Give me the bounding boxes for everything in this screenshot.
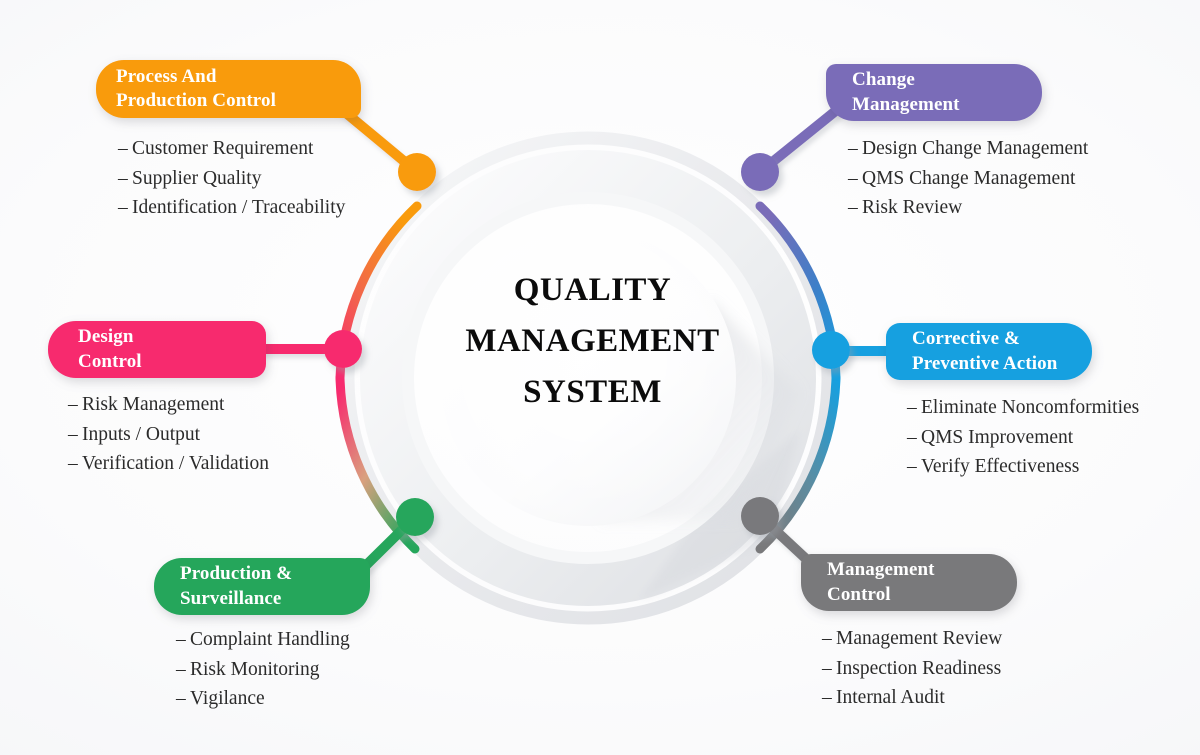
pill-title-line-1-change-management: Change — [852, 69, 915, 91]
pill-process-and-production-control[interactable]: Process And Production Control — [96, 60, 361, 118]
pill-title-line-2-change-management: Management — [852, 93, 960, 115]
list-item: –Management Review — [822, 624, 1002, 654]
list-item-label: Vigilance — [190, 688, 265, 710]
list-item: –Supplier Quality — [118, 164, 345, 194]
bullet-marker: – — [907, 426, 917, 448]
list-item-label: Supplier Quality — [132, 167, 262, 189]
list-item: –Design Change Management — [848, 134, 1088, 164]
list-item-label: Design Change Management — [862, 138, 1089, 159]
list-item: –Verification / Validation — [68, 449, 269, 479]
pill-title-line-1-corrective-and-preventive-action: Corrective & — [912, 328, 1020, 350]
bullet-marker: – — [118, 167, 128, 189]
node-dot-process-and-production-control — [398, 153, 436, 191]
bullet-marker: – — [907, 456, 917, 478]
pill-title-line-2-design-control: Control — [78, 350, 142, 372]
center-title: QUALITY MANAGEMENT SYSTEM — [455, 265, 730, 418]
list-item: –Risk Review — [848, 193, 1088, 223]
list-item: –Identification / Traceability — [118, 193, 345, 223]
pill-design-control[interactable]: Design Control — [48, 321, 266, 378]
center-title-line-2: MANAGEMENT — [465, 323, 720, 360]
list-item-label: Inspection Readiness — [836, 657, 1002, 679]
center-title-line-1: QUALITY — [513, 272, 672, 308]
list-item-label: Eliminate Noncomformities — [921, 397, 1140, 418]
bullet-marker: – — [176, 629, 186, 650]
list-item-label: Identification / Traceability — [132, 197, 346, 219]
list-item-label: Risk Review — [862, 197, 963, 219]
bullet-marker: – — [68, 394, 78, 415]
list-item: –Eliminate Noncomformities — [907, 393, 1139, 423]
list-item: –Risk Management — [68, 390, 269, 420]
list-item: –QMS Improvement — [907, 423, 1139, 453]
bullet-marker: – — [118, 197, 128, 219]
center-title-line-3: SYSTEM — [523, 374, 662, 411]
bullet-list-change-management: –Design Change Management –QMS Change Ma… — [848, 134, 1088, 223]
pill-title-line-2-management-control: Control — [827, 583, 891, 605]
list-item: –Verify Effectiveness — [907, 452, 1139, 482]
list-item-label: Verify Effectiveness — [921, 456, 1080, 478]
bullet-marker: – — [176, 658, 186, 680]
node-dot-design-control — [324, 330, 362, 368]
pill-title-line-1-production-and-surveillance: Production & — [180, 563, 293, 585]
node-dot-production-and-surveillance — [396, 498, 434, 536]
list-item: –Customer Requirement — [118, 134, 345, 164]
pill-change-management[interactable]: Change Management — [826, 64, 1042, 121]
list-item-label: Risk Monitoring — [190, 658, 320, 680]
bullet-list-production-and-surveillance: –Complaint Handling –Risk Monitoring –Vi… — [176, 625, 350, 714]
list-item-label: Complaint Handling — [190, 629, 350, 650]
bullet-list-design-control: –Risk Management –Inputs / Output –Verif… — [68, 390, 269, 479]
list-item-label: Verification / Validation — [82, 453, 270, 475]
pill-title-line-1-process-and-production-control: Process And — [116, 65, 217, 87]
bullet-list-corrective-and-preventive-action: –Eliminate Noncomformities –QMS Improvem… — [907, 393, 1139, 482]
bullet-marker: – — [907, 397, 917, 418]
node-dot-change-management — [741, 153, 779, 191]
list-item: –Internal Audit — [822, 683, 1002, 713]
bullet-marker: – — [848, 167, 858, 189]
list-item-label: Risk Management — [82, 394, 225, 415]
bullet-marker: – — [848, 138, 858, 159]
list-item: –Inspection Readiness — [822, 654, 1002, 684]
list-item-label: Inputs / Output — [82, 423, 201, 445]
pill-production-and-surveillance[interactable]: Production & Surveillance — [154, 558, 370, 615]
pill-management-control[interactable]: Management Control — [801, 554, 1017, 611]
bullet-list-process-and-production-control: –Customer Requirement –Supplier Quality … — [118, 134, 345, 223]
bullet-marker: – — [68, 453, 78, 475]
list-item: –Complaint Handling — [176, 625, 350, 655]
pill-title-line-2-process-and-production-control: Production Control — [116, 90, 276, 111]
pill-title-line-2-corrective-and-preventive-action: Preventive Action — [912, 352, 1058, 374]
list-item-label: QMS Improvement — [921, 426, 1074, 448]
bullet-marker: – — [822, 628, 832, 649]
node-dot-management-control — [741, 497, 779, 535]
pill-title-line-1-management-control: Management — [827, 559, 935, 581]
list-item: –Vigilance — [176, 684, 350, 714]
list-item-label: QMS Change Management — [862, 167, 1076, 189]
bullet-marker: – — [176, 688, 186, 710]
list-item: –Inputs / Output — [68, 420, 269, 450]
list-item-label: Internal Audit — [836, 687, 945, 709]
bullet-list-management-control: –Management Review –Inspection Readiness… — [822, 624, 1002, 713]
list-item: –Risk Monitoring — [176, 655, 350, 685]
pill-title-line-2-production-and-surveillance: Surveillance — [180, 587, 282, 609]
bullet-marker: – — [848, 197, 858, 219]
bullet-marker: – — [822, 687, 832, 709]
list-item-label: Management Review — [836, 628, 1003, 649]
bullet-marker: – — [118, 138, 128, 159]
list-item: –QMS Change Management — [848, 164, 1088, 194]
node-dot-corrective-and-preventive-action — [812, 331, 850, 369]
bullet-marker: – — [68, 423, 78, 445]
list-item-label: Customer Requirement — [132, 138, 314, 159]
bullet-marker: – — [822, 657, 832, 679]
pill-corrective-and-preventive-action[interactable]: Corrective & Preventive Action — [886, 323, 1092, 380]
pill-title-line-1-design-control: Design — [78, 326, 134, 348]
